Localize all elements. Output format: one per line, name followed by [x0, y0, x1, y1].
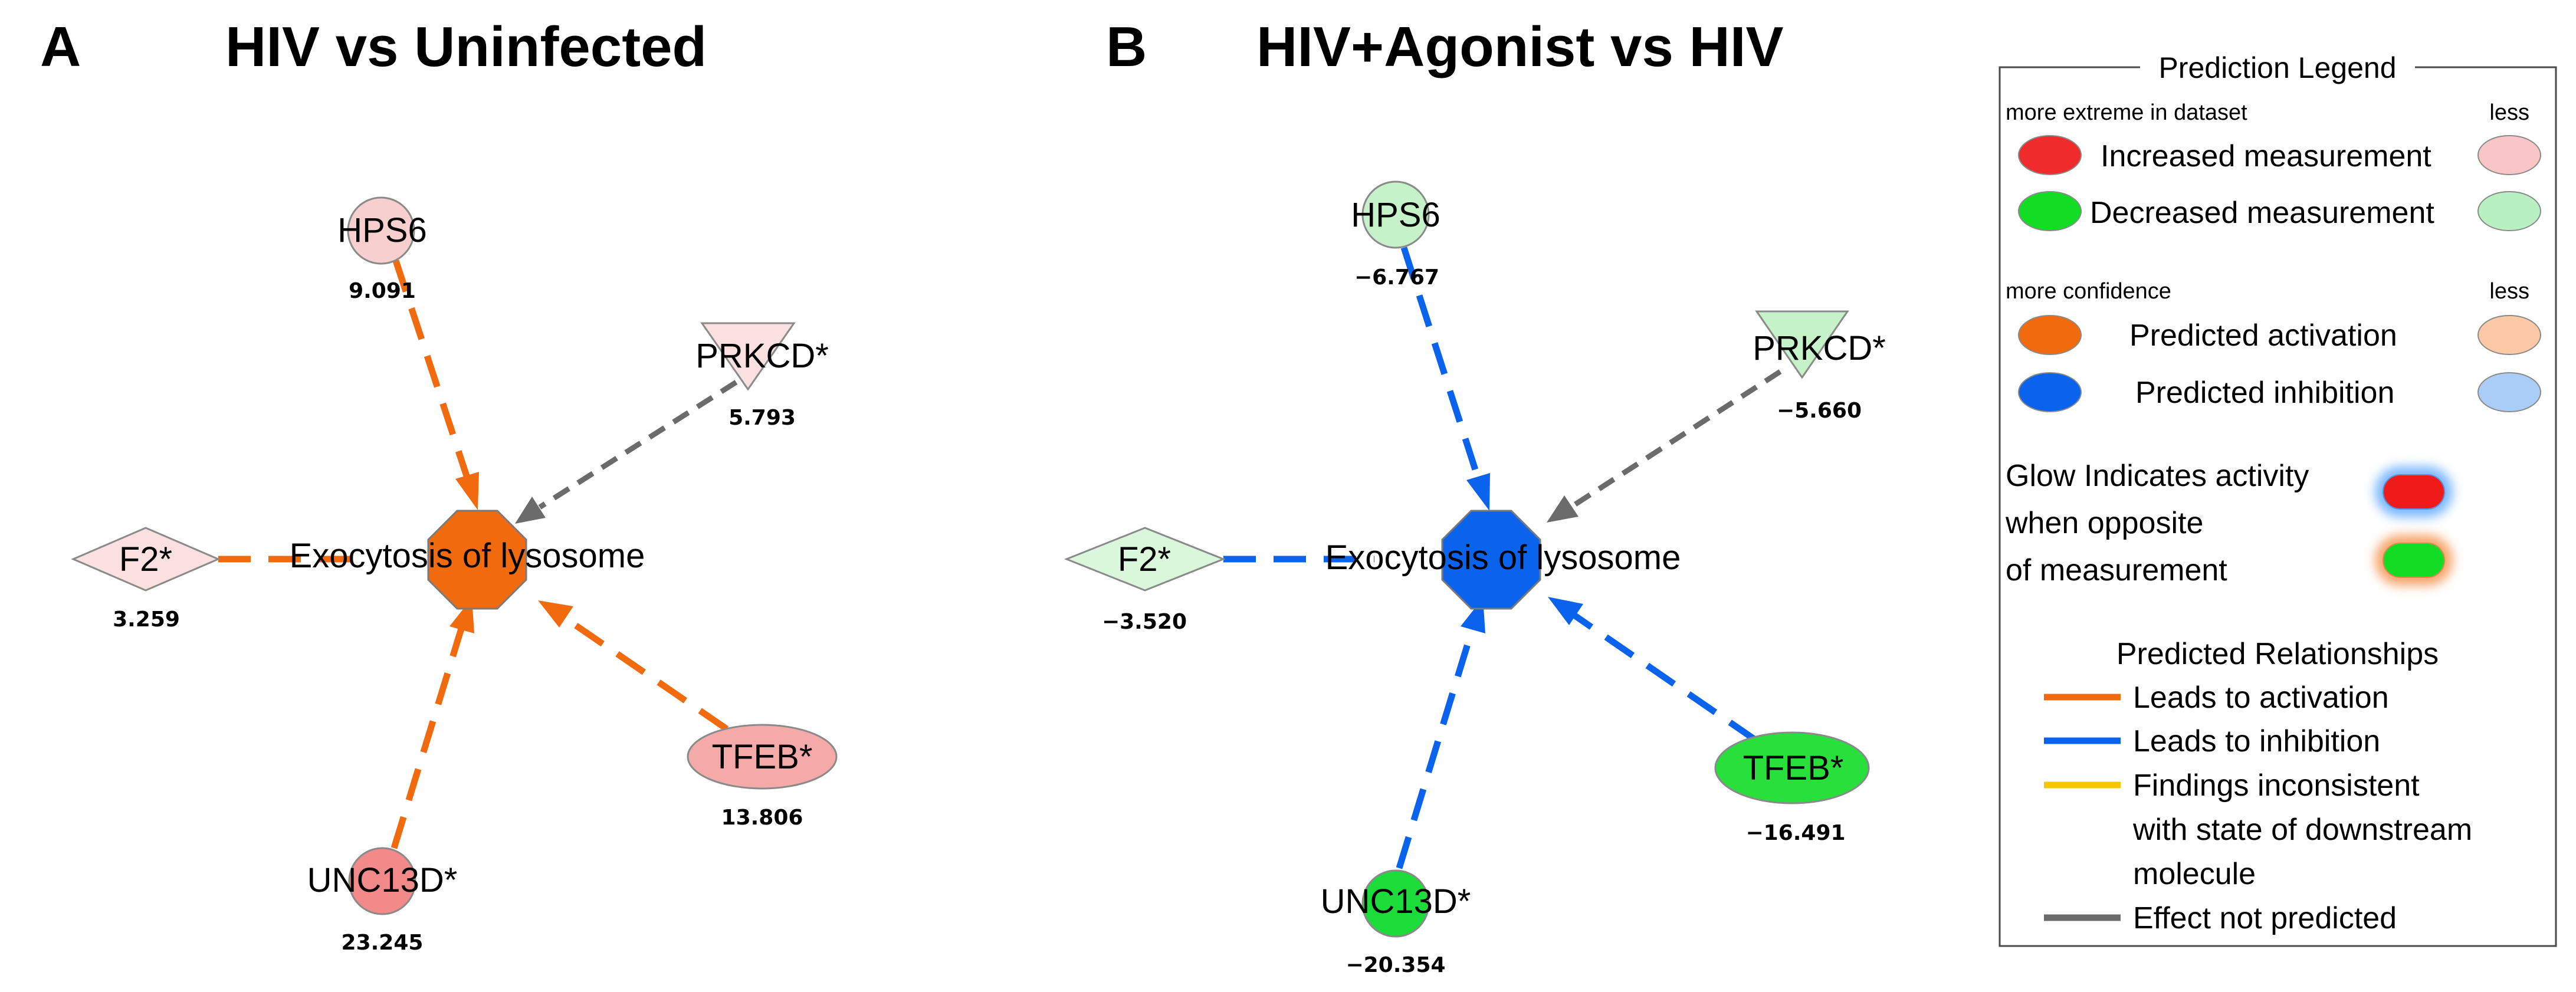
- legend-relationships-title: Predicted Relationships: [2116, 637, 2439, 671]
- edge-hps6-a: [392, 260, 471, 479]
- node-label: PRKCD*: [695, 337, 829, 375]
- legend-glow-line-3: of measurement: [2006, 553, 2227, 587]
- legend-frame: [1999, 66, 2557, 947]
- node-value: −16.491: [1745, 821, 1845, 845]
- swatch-increased-weak: [2477, 135, 2541, 175]
- node-value: −6.767: [1354, 265, 1439, 290]
- legend-rel-activation: Leads to activation: [2133, 681, 2389, 715]
- node-label: TFEB*: [1743, 749, 1844, 787]
- center-label-a: Exocytosis of lysosome: [290, 537, 645, 575]
- legend-glow-line-2: when opposite: [2005, 506, 2203, 540]
- legend-activation: Predicted activation: [2129, 318, 2397, 353]
- swatch-inhibition-strong: [2018, 372, 2082, 412]
- node-shape: [1064, 527, 1226, 592]
- swatch-increased-strong: [2018, 135, 2082, 175]
- node-value: −3.520: [1102, 610, 1187, 634]
- node-label: TFEB*: [712, 738, 813, 776]
- arrowhead-hps6-a: [455, 472, 479, 510]
- legend-increased: Increased measurement: [2101, 139, 2431, 173]
- panel-b-edges: [1223, 247, 1782, 869]
- node-prkcd-a: PRKCD* 5.793: [695, 322, 829, 430]
- node-f2-b: F2* −3.520: [1064, 527, 1226, 634]
- panel-b-letter: B: [1106, 15, 1147, 78]
- node-unc13d-a: UNC13D* 23.245: [307, 847, 458, 955]
- node-value: 13.806: [721, 806, 803, 830]
- node-unc13d-b: UNC13D* −20.354: [1321, 869, 1471, 977]
- node-tfeb-a: TFEB* 13.806: [687, 724, 838, 830]
- center-node-b: [1441, 510, 1541, 610]
- node-hps6-b: HPS6 −6.767: [1351, 180, 1440, 290]
- swatch-activation-strong: [2018, 315, 2082, 355]
- node-shape: [700, 322, 796, 391]
- center-label-b: Exocytosis of lysosome: [1325, 538, 1681, 577]
- legend-rel-inconsistent-1: Findings inconsistent: [2133, 768, 2420, 803]
- legend-title: Prediction Legend: [2158, 51, 2396, 84]
- panel-b: B HIV+Agonist vs HIV Exocytosis of lysos…: [1064, 15, 1886, 977]
- legend-rel-inconsistent-3: molecule: [2133, 857, 2256, 891]
- node-label: HPS6: [337, 211, 427, 249]
- node-value: −20.354: [1346, 953, 1445, 977]
- node-label: UNC13D*: [1321, 882, 1471, 921]
- arrowhead-hps6-b: [1466, 473, 1490, 511]
- panel-a-edges: [218, 260, 738, 849]
- node-shape: [1755, 310, 1849, 379]
- arrowhead-tfeb-b: [1548, 597, 1583, 625]
- edge-tfeb-b: [1573, 613, 1759, 744]
- node-shape: [1361, 869, 1430, 938]
- edge-prkcd-a: [538, 380, 738, 510]
- legend-title-gap: [2140, 48, 2415, 84]
- panel-b-title: HIV+Agonist vs HIV: [1256, 15, 1784, 78]
- legend-header-confidence: more confidence: [2006, 279, 2171, 304]
- swatch-inhibition-weak: [2477, 372, 2541, 412]
- panel-a-letter: A: [40, 15, 81, 78]
- node-value: 3.259: [113, 607, 180, 632]
- node-f2-a: F2* 3.259: [71, 527, 221, 632]
- prediction-legend: Prediction Legend more extreme in datase…: [1999, 48, 2557, 947]
- legend-header-extreme: more extreme in dataset: [2006, 100, 2247, 125]
- legend-inhibition: Predicted inhibition: [2135, 376, 2394, 410]
- node-value: 5.793: [729, 406, 796, 430]
- node-shape: [687, 724, 838, 790]
- arrowhead-prkcd-b: [1547, 495, 1579, 523]
- legend-rel-inconsistent-2: with state of downstream: [2132, 813, 2472, 847]
- edge-prkcd-b: [1571, 369, 1782, 508]
- node-label: HPS6: [1351, 196, 1440, 234]
- node-prkcd-b: PRKCD* −5.660: [1753, 310, 1886, 423]
- node-label: F2*: [1118, 540, 1171, 579]
- swatch-decreased-strong: [2018, 191, 2082, 231]
- node-shape: [71, 527, 221, 592]
- node-shape: [347, 196, 415, 265]
- center-node-a: [427, 510, 527, 610]
- node-tfeb-b: TFEB* −16.491: [1714, 731, 1870, 845]
- node-hps6-a: HPS6 9.091: [337, 196, 427, 303]
- legend-glow-line-1: Glow Indicates activity: [2006, 459, 2309, 493]
- arrowhead-tfeb-a: [538, 600, 573, 628]
- node-label: PRKCD*: [1753, 329, 1886, 367]
- node-value: −5.660: [1777, 399, 1862, 423]
- panel-a-title: HIV vs Uninfected: [225, 15, 707, 78]
- edge-tfeb-a: [563, 615, 729, 732]
- node-value: 9.091: [349, 279, 416, 303]
- node-shape: [1361, 180, 1430, 249]
- panel-a: A HIV vs Uninfected Exocytosis of lysoso…: [40, 15, 838, 955]
- edge-hps6-b: [1400, 247, 1482, 480]
- node-label: F2*: [119, 540, 172, 579]
- edge-unc13d-a: [390, 628, 465, 849]
- swatch-glow-green: [2383, 543, 2445, 578]
- swatch-decreased-weak: [2477, 191, 2541, 231]
- legend-decreased: Decreased measurement: [2090, 196, 2434, 230]
- edge-unc13d-b: [1396, 628, 1476, 869]
- legend-rel-inhibition: Leads to inhibition: [2133, 724, 2380, 758]
- node-value: 23.245: [342, 931, 424, 955]
- node-label: UNC13D*: [307, 861, 458, 899]
- legend-header-less-2: less: [2489, 279, 2529, 304]
- legend-header-less-1: less: [2489, 100, 2529, 125]
- node-shape: [348, 847, 416, 915]
- swatch-activation-weak: [2477, 315, 2541, 355]
- node-shape: [1714, 731, 1870, 804]
- swatch-glow-red: [2383, 474, 2445, 510]
- legend-rel-not-predicted: Effect not predicted: [2133, 901, 2397, 935]
- arrowhead-prkcd-a: [515, 497, 546, 524]
